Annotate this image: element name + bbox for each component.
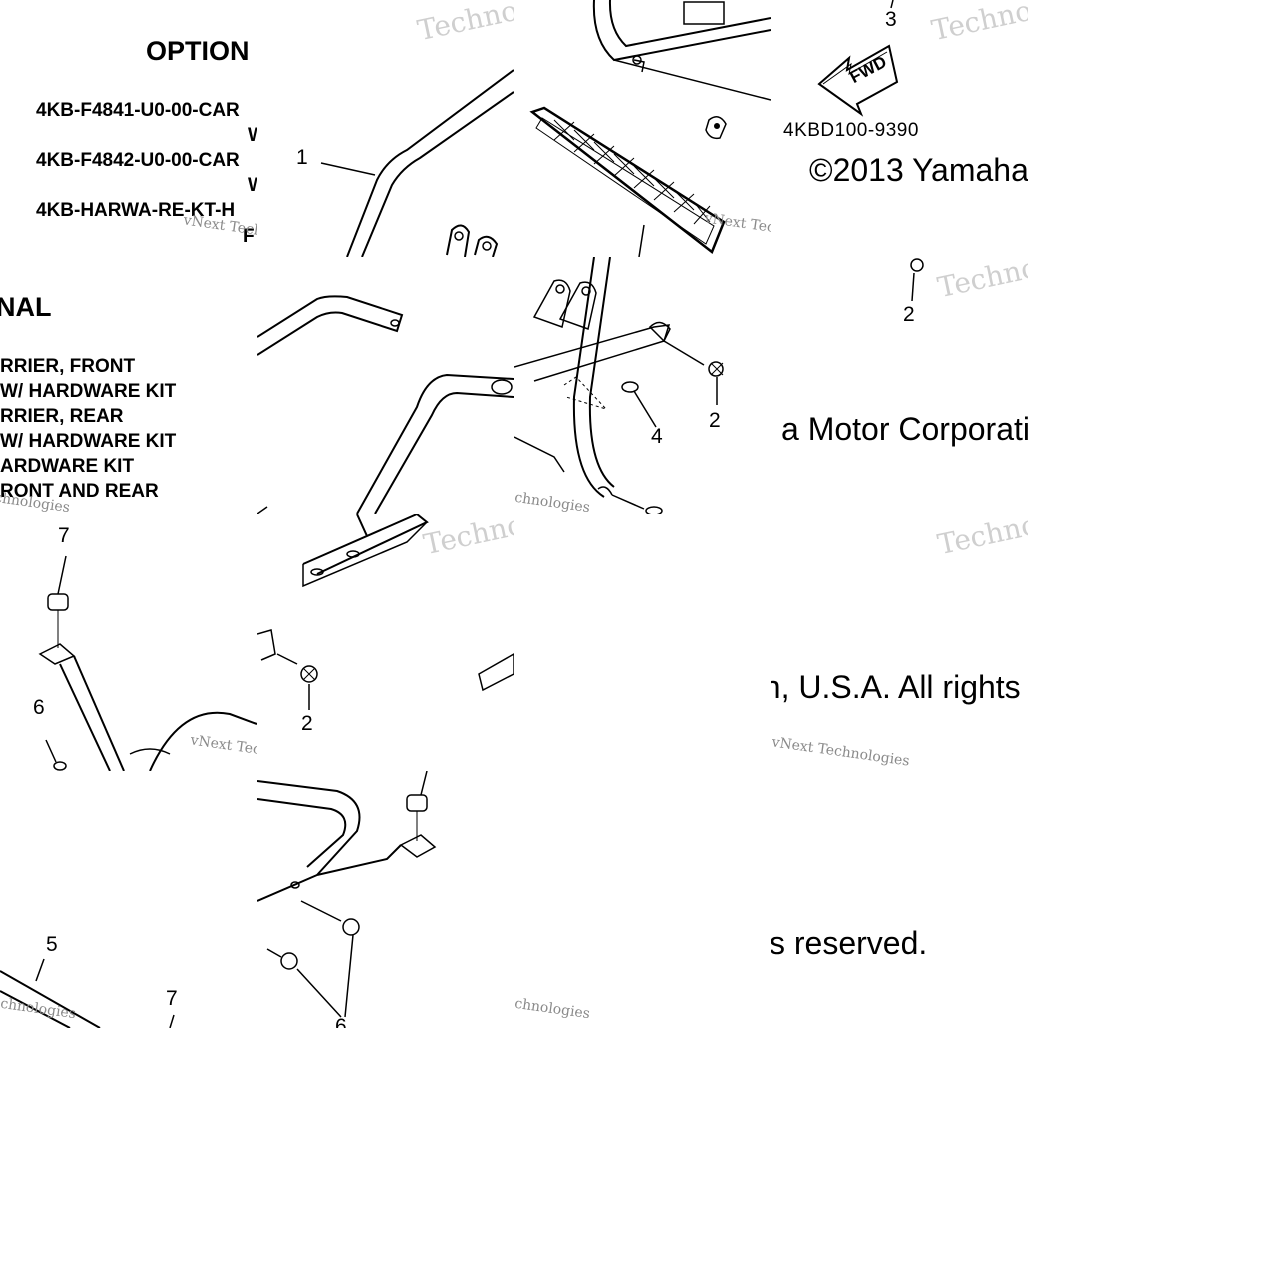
optional-heading: NAL: [0, 292, 52, 322]
watermark: Techno: [934, 514, 1028, 562]
callout-2: 2: [709, 409, 721, 432]
callout-6: 6: [335, 1015, 347, 1028]
part-desc-cont: W: [248, 125, 257, 146]
part-desc-cont: F: [243, 226, 255, 247]
tile-parts-list-left: OPTION 4KB-F4841-U0-00-CAR W 4KB-F4842-U…: [0, 0, 257, 257]
callout-2: 2: [301, 712, 313, 735]
callout-1: 1: [296, 146, 308, 169]
part-number-front-carrier: 4KB-F4841-U0-00-CAR: [36, 100, 240, 121]
part-desc-hardware: W/ HARDWARE KIT: [0, 381, 177, 402]
rear-carrier-drawing: [38, 555, 257, 771]
tile-fwd-and-copyright: FWD 3 4KBD100-9390 ©2013 Yamaha Techno: [771, 0, 1028, 257]
fwd-arrow-icon: [817, 0, 899, 117]
front-grille-drawing: [529, 0, 771, 257]
tile-diagram-rear-rail: 5 7 chnologies: [0, 771, 257, 1028]
tile-parts-list-right: NAL RRIER, FRONT W/ HARDWARE KIT RRIER, …: [0, 257, 257, 514]
tile-blank-center: [514, 514, 771, 771]
tile-diagram-rear-tube: [257, 257, 514, 514]
tile-copyright-2: 2 a Motor Corporatic Techno: [771, 257, 1028, 514]
rear-tube-drawing: [257, 295, 514, 514]
diagram-code: 4KBD100-9390: [783, 120, 919, 141]
tile-blank-lower: chnologies: [514, 771, 771, 1028]
copyright-line-3: on, U.S.A. All rights: [771, 669, 1021, 705]
part-desc-front: RRIER, FRONT: [0, 356, 136, 377]
rear-rail-drawing: [0, 958, 175, 1028]
copyright-line-4: s reserved.: [771, 925, 928, 961]
watermark: vNext Technologies: [771, 734, 911, 770]
copyright-line-2: a Motor Corporatic: [781, 411, 1028, 447]
tile-copyright-4: 6 s reserved.: [771, 771, 1028, 1028]
part-number-rear-carrier: 4KB-F4842-U0-00-CAR: [36, 150, 240, 171]
copyright-line-1: ©2013 Yamaha: [809, 152, 1028, 188]
watermark: chnologies: [514, 995, 591, 1023]
part-desc-front-rear: RONT AND REAR: [0, 481, 159, 502]
callout-2: 2: [903, 303, 915, 326]
part-number-hardware-kit: 4KB-HARWA-RE-KT-H: [36, 200, 236, 221]
bolt-icon: [910, 258, 924, 302]
carrier-tube-drawing: [320, 69, 514, 257]
part-desc-cont: W: [248, 175, 257, 196]
frame-bracket-drawing: [514, 257, 724, 514]
part-desc-kit: ARDWARE KIT: [0, 456, 135, 477]
callout-3: 3: [885, 8, 897, 31]
option-heading: OPTION: [146, 36, 250, 66]
callout-4: 4: [651, 425, 663, 448]
tile-diagram-mount-plate: 2 Techno: [257, 514, 514, 771]
tile-diagram-front-grille: vNext Technologies: [514, 0, 771, 257]
tile-diagram-frame-bracket: 2 4 chnologies: [514, 257, 771, 514]
part-desc-rear: RRIER, REAR: [0, 406, 124, 427]
mount-plate-drawing: [257, 514, 514, 710]
callout-7: 7: [58, 524, 70, 547]
tile-copyright-3: on, U.S.A. All rights Techno vNext Techn…: [771, 514, 1028, 771]
callout-6: 6: [33, 696, 45, 719]
tile-diagram-rear-handle: 6: [257, 771, 514, 1028]
rear-handle-drawing: [257, 771, 437, 1018]
tile-diagram-rear-carrier: 7 6 vNext Technologies: [0, 514, 257, 771]
part-desc-hardware: W/ HARDWARE KIT: [0, 431, 177, 452]
callout-7: 7: [166, 987, 178, 1010]
tile-diagram-carrier-tube: 1 Techno: [257, 0, 514, 257]
callout-5: 5: [46, 933, 58, 956]
